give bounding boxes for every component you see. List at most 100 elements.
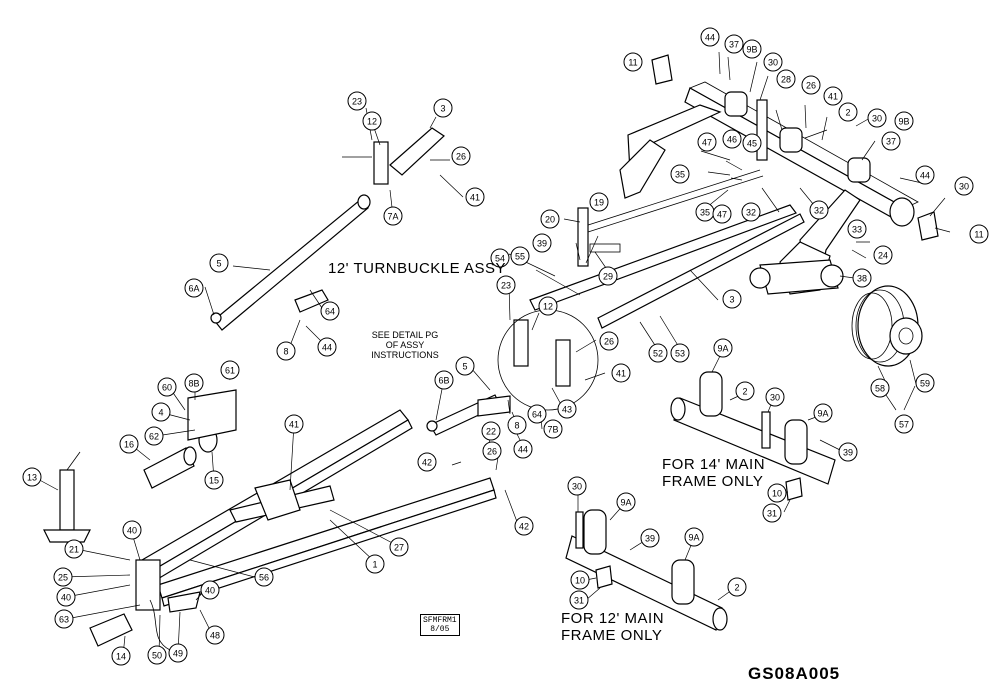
callout-bubble: 30: [765, 387, 785, 407]
callout-bubble: 56: [254, 567, 274, 587]
callout-circle: [867, 108, 887, 128]
callout-label: 20: [545, 215, 555, 225]
callout-bubble: 22: [481, 421, 501, 441]
callout-circle: [540, 209, 560, 229]
callout-label: 30: [959, 182, 969, 192]
coupler-14: [89, 613, 133, 647]
callout-circle: [567, 476, 587, 496]
callout-label: 60: [162, 383, 172, 393]
long-tube-3: [597, 213, 805, 329]
callout-circle: [317, 337, 337, 357]
main14-line: FRAME ONLY: [662, 473, 764, 490]
callout-circle: [276, 341, 296, 361]
callout-circle: [147, 645, 167, 665]
callout-label: 59: [920, 379, 930, 389]
callout-circle: [482, 441, 502, 461]
callout-label: 37: [886, 137, 896, 147]
callout-label: 63: [59, 615, 69, 625]
callout-bubble: 48: [205, 625, 225, 645]
callout-label: 35: [675, 170, 685, 180]
callout-circle: [713, 338, 733, 358]
callout-bubble: 30: [867, 108, 887, 128]
bracket-43: [555, 339, 571, 387]
callout-label: 52: [653, 349, 663, 359]
callout-circle: [954, 176, 974, 196]
callout-label: 9A: [717, 344, 728, 354]
revision-stamp: SFMFRM1 8/05: [420, 614, 460, 636]
callout-circle: [362, 111, 382, 131]
callout-bubble: 60: [157, 377, 177, 397]
wheel-center: [898, 327, 914, 345]
callout-bubble: 61: [220, 360, 240, 380]
clip-64-b: [477, 395, 511, 417]
callout-label: 47: [702, 138, 712, 148]
callout-bubble: 52: [648, 343, 668, 363]
callout-circle: [670, 343, 690, 363]
callout-bubble: 21: [64, 539, 84, 559]
callout-label: 64: [532, 410, 542, 420]
callout-label: 3: [729, 295, 734, 305]
callout-circle: [532, 233, 552, 253]
callout-label: 2: [734, 583, 739, 593]
callout-circle: [119, 434, 139, 454]
end-plate-11-right: [917, 211, 939, 241]
turnbuckle-assembly: [210, 127, 445, 331]
callout-label: 9B: [898, 117, 909, 127]
callout-circle: [389, 537, 409, 557]
callout-circle: [700, 27, 720, 47]
main-frame-assembly: [529, 54, 939, 367]
callout-circle: [727, 577, 747, 597]
callout-circle: [205, 625, 225, 645]
drawing-code: GS08A005: [748, 664, 841, 683]
callout-bubble: 57: [894, 414, 914, 434]
clamp-9b-mid: [779, 127, 803, 153]
jack-foot: [43, 529, 91, 543]
callout-bubble: 41: [611, 363, 631, 383]
rear-tube-part: [684, 87, 906, 223]
callout-bubble: 33: [847, 219, 867, 239]
callout-label: 10: [575, 576, 585, 586]
callout-label: 44: [322, 343, 332, 353]
callout-label: 22: [486, 427, 496, 437]
callout-bubble: 8B: [184, 373, 204, 393]
callout-circle: [813, 403, 833, 423]
hitch-plate-41: [254, 479, 301, 521]
holder-4: [187, 389, 237, 441]
callout-bubble: 42: [514, 516, 534, 536]
callout-circle: [209, 253, 229, 273]
detail-note-line: OF ASSY: [385, 340, 425, 350]
callout-bubble: 9A: [684, 527, 704, 547]
callout-label: 45: [747, 139, 757, 149]
callout-bubble: 6A: [184, 278, 204, 298]
callout-circle: [111, 646, 131, 666]
callout-circle: [838, 102, 858, 122]
callout-label: 6B: [438, 376, 449, 386]
callout-bubble: 13: [22, 467, 42, 487]
callout-circle: [809, 200, 829, 220]
callout-circle: [762, 503, 782, 523]
callout-label: 62: [149, 432, 159, 442]
brace-19: [584, 169, 761, 227]
callout-bubble: 32: [741, 202, 761, 222]
clip-64: [294, 289, 329, 313]
callout-bubble: 2: [727, 577, 747, 597]
callout-bubble: 10: [570, 570, 590, 590]
callout-label: 3: [440, 104, 445, 114]
hitch-nose: [135, 559, 161, 611]
callout-bubble: 25: [53, 567, 73, 587]
callout-circle: [763, 52, 783, 72]
callout-circle: [220, 360, 240, 380]
callout-bubble: 7B: [543, 419, 563, 439]
callout-bubble: 23: [496, 275, 516, 295]
callout-circle: [776, 69, 796, 89]
frame-12-bracket-10: [595, 565, 613, 589]
callout-circle: [838, 442, 858, 462]
callout-bubble: 2: [838, 102, 858, 122]
callout-bubble: 31: [762, 503, 782, 523]
callout-bubble: 35: [670, 164, 690, 184]
callout-label: 41: [616, 369, 626, 379]
callout-label: 39: [537, 239, 547, 249]
chain-bracket-49: [167, 591, 201, 613]
callout-circle: [543, 419, 563, 439]
callout-bubble: 62: [144, 426, 164, 446]
